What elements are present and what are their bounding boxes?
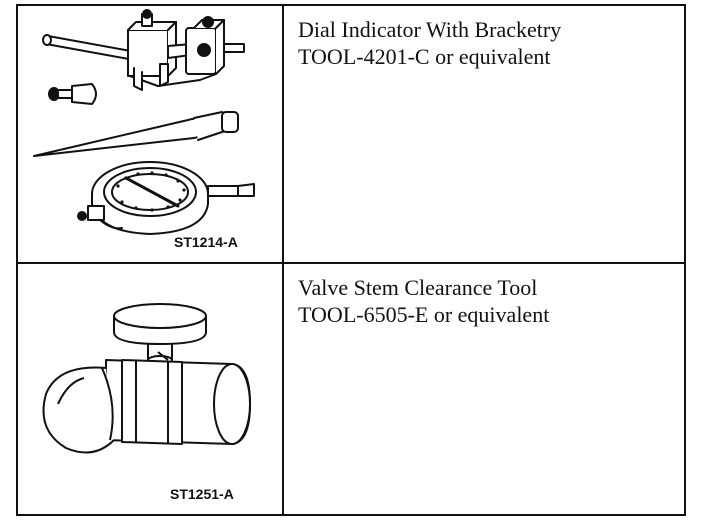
- tool-name: Valve Stem Clearance Tool: [298, 275, 538, 300]
- tool-description-cell: Dial Indicator With Bracketry TOOL-4201-…: [284, 6, 684, 262]
- tool-table: ST1214-A Dial Indicator With Bracketry T…: [16, 4, 686, 516]
- illustration-code: ST1251-A: [170, 486, 234, 502]
- tool-part-number: TOOL-6505-E or equivalent: [298, 302, 550, 327]
- dial-indicator-illustration: [33, 9, 255, 235]
- tool-name: Dial Indicator With Bracketry: [298, 17, 562, 42]
- tool-description-cell: Valve Stem Clearance Tool TOOL-6505-E or…: [284, 264, 684, 514]
- valve-stem-clearance-illustration: [42, 303, 251, 454]
- tool-image-cell: ST1251-A: [18, 264, 284, 514]
- illustration-code: ST1214-A: [174, 234, 238, 250]
- tool-row: ST1214-A Dial Indicator With Bracketry T…: [18, 6, 684, 264]
- tool-part-number: TOOL-4201-C or equivalent: [298, 44, 551, 69]
- tool-image-cell: ST1214-A: [18, 6, 284, 262]
- tool-row: ST1251-A Valve Stem Clearance Tool TOOL-…: [18, 264, 684, 514]
